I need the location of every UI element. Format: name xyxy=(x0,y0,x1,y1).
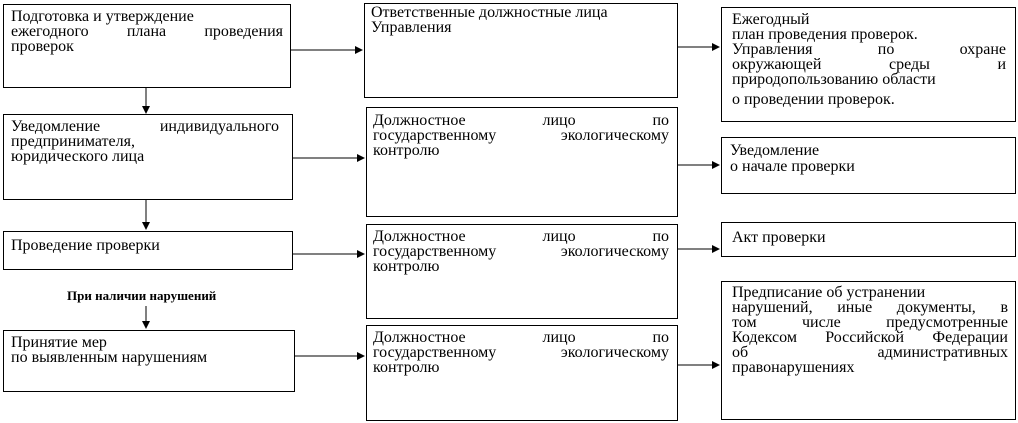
annual-plan-text: Ежегодный план проведения проверок. Упра… xyxy=(732,11,1006,108)
inspector-box-3 xyxy=(366,325,678,421)
step-measures-line-1: Принятие мер xyxy=(11,334,107,351)
responsible-officials-line-2: Управления xyxy=(371,19,452,36)
prescription-line-6: правонарушениях xyxy=(732,359,855,376)
step-inspection-text: Проведение проверки xyxy=(11,237,279,254)
step-notify-line-1: Уведомление индивидуального xyxy=(11,118,279,135)
prescription-line-3: том числе предусмотренные xyxy=(732,314,1008,331)
step-plan-line-2: ежегодного плана проведения xyxy=(11,23,283,40)
step-inspection-line-1: Проведение проверки xyxy=(11,237,160,254)
annual-plan-box xyxy=(721,7,1016,122)
step-measures-line-2: по выявленным нарушениям xyxy=(11,349,208,366)
inspector-1-line-3: контролю xyxy=(373,142,440,159)
step-measures-text: Принятие мер по выявленным нарушениям xyxy=(11,334,283,366)
annual-plan-line-5: природопользованию области xyxy=(732,71,936,88)
start-notice-line-2: о начале проверки xyxy=(730,158,855,175)
start-notice-text: Уведомление о начале проверки xyxy=(730,142,1006,175)
inspector-1-line-2: государственному экологическому xyxy=(373,127,669,144)
inspector-box-1 xyxy=(366,107,678,217)
annual-plan-line-1: Ежегодный xyxy=(732,11,810,28)
step-plan-line-1: Подготовка и утверждение xyxy=(11,8,194,25)
prescription-box xyxy=(721,281,1016,420)
inspection-act-line-1: Акт проверки xyxy=(732,229,826,246)
inspector-3-line-1: Должностное лицо по xyxy=(373,329,669,346)
step-notify-line-2: предпринимателя, xyxy=(11,133,135,150)
inspector-3-line-2: государственному экологическому xyxy=(373,344,669,361)
inspection-act-box xyxy=(721,222,1016,257)
inspector-1-line-1: Должностное лицо по xyxy=(373,112,669,129)
responsible-officials-line-1: Ответственные должностные лица xyxy=(371,4,608,21)
start-notice-box xyxy=(721,137,1016,194)
inspector-text-1: Должностное лицо по государственному эко… xyxy=(373,112,669,159)
prescription-line-1: Предписание об устранении xyxy=(732,284,926,301)
annual-plan-line-2: план проведения проверок. xyxy=(732,26,918,43)
prescription-line-4: Кодексом Российской Федерации xyxy=(732,329,1008,346)
inspection-act-text: Акт проверки xyxy=(732,229,1002,246)
prescription-text: Предписание об устранении нарушений, ины… xyxy=(732,284,1008,376)
step-notify-box xyxy=(3,114,293,200)
annual-plan-line-4: окружающей среды и xyxy=(732,56,1006,73)
inspector-text-3: Должностное лицо по государственному эко… xyxy=(373,329,669,376)
inspector-2-line-2: государственному экологическому xyxy=(373,243,669,260)
step-notify-text: Уведомление индивидуального предпринимат… xyxy=(11,118,279,165)
inspector-2-line-1: Должностное лицо по xyxy=(373,228,669,245)
step-inspection-box xyxy=(3,231,293,270)
step-plan-line-3: проверок xyxy=(11,38,74,55)
step-plan-text: Подготовка и утверждение ежегодного план… xyxy=(11,8,283,55)
inspector-text-2: Должностное лицо по государственному эко… xyxy=(373,228,669,275)
step-notify-line-3: юридического лица xyxy=(11,148,145,165)
responsible-officials-text: Ответственные должностные лица Управлени… xyxy=(371,4,671,36)
inspector-2-line-3: контролю xyxy=(373,258,440,275)
annual-plan-line-6: о проведении проверок. xyxy=(732,91,895,108)
step-plan-box xyxy=(3,4,291,88)
annual-plan-line-3: Управления по охране xyxy=(732,41,1006,58)
prescription-line-5: об административных xyxy=(732,344,1008,361)
condition-label: При наличии нарушений xyxy=(67,288,217,303)
prescription-line-2: нарушений, иные документы, в xyxy=(732,299,1008,316)
start-notice-line-1: Уведомление xyxy=(730,142,820,159)
inspector-3-line-3: контролю xyxy=(373,359,440,376)
responsible-officials-box xyxy=(364,3,678,98)
step-measures-box xyxy=(3,330,295,392)
inspector-box-2 xyxy=(366,224,678,319)
